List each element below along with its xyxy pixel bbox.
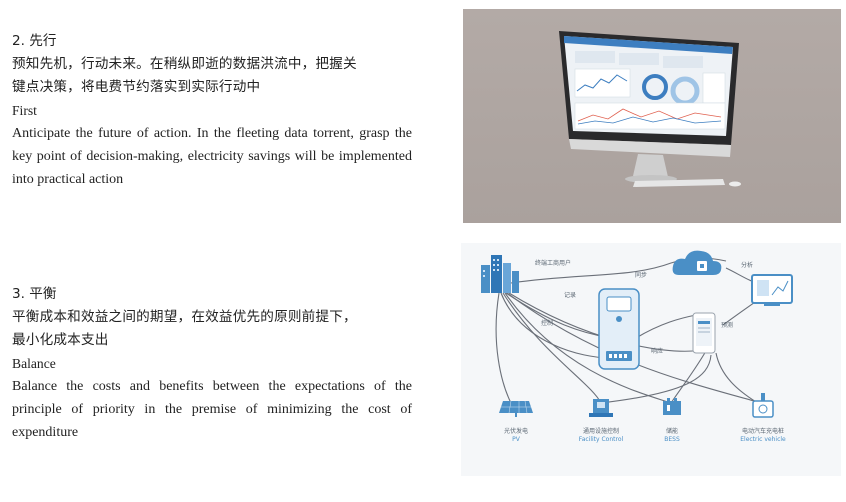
facility-en-label: Facility Control bbox=[579, 436, 624, 443]
sync-label: 同步 bbox=[635, 271, 647, 279]
building-icon bbox=[481, 255, 519, 293]
section-balance-en-title: Balance bbox=[12, 356, 56, 371]
section-balance-en-body: Balance the costs and benefits between t… bbox=[12, 379, 412, 440]
analyze-label: 分析 bbox=[741, 261, 753, 269]
battery-storage-icon bbox=[663, 398, 681, 415]
section-first-en-body: Anticipate the future of action. In the … bbox=[12, 126, 412, 187]
pv-en-label: PV bbox=[512, 436, 521, 443]
section-balance: 3. 平衡 平衡成本和效益之间的期望，在效益优先的原则前提下， 最小化成本支出 … bbox=[12, 283, 412, 444]
respond-label: 响应 bbox=[651, 347, 663, 355]
ev-charger-icon bbox=[752, 393, 774, 418]
phone-icon bbox=[692, 312, 716, 354]
ev-en-label: Electric vehicle bbox=[740, 436, 786, 443]
bess-zh-label: 储能 bbox=[666, 427, 678, 435]
diagram-canvas: 终端工商用户 同步 分析 记录 控制 响应 bbox=[481, 250, 793, 443]
section-first-en-title: First bbox=[12, 103, 37, 118]
facility-control-icon bbox=[589, 399, 613, 417]
monitor-illustration bbox=[559, 31, 741, 187]
facility-zh-label: 通用设施控制 bbox=[583, 427, 619, 435]
ev-zh-label: 电动汽车充电桩 bbox=[742, 427, 784, 435]
section-first-zh-line1: 预知先机，行动未来。在稍纵即逝的数据洪流中，把握关 bbox=[12, 56, 357, 72]
monitor-photo bbox=[463, 9, 841, 223]
section-first-zh-line2: 键点决策，将电费节约落实到实际行动中 bbox=[12, 79, 261, 95]
section-balance-heading: 3. 平衡 bbox=[12, 286, 57, 302]
cloud-icon bbox=[672, 250, 722, 275]
section-balance-zh-line1: 平衡成本和效益之间的期望，在效益优先的原则前提下， bbox=[12, 309, 357, 325]
analysis-screen-icon bbox=[751, 274, 793, 306]
section-first-heading: 2. 先行 bbox=[12, 33, 57, 49]
meter-icon bbox=[598, 288, 640, 370]
forecast-label: 预测 bbox=[721, 321, 733, 329]
section-balance-zh-line2: 最小化成本支出 bbox=[12, 332, 109, 348]
solar-panel-icon bbox=[499, 400, 533, 417]
record-label: 记录 bbox=[564, 291, 576, 299]
pv-zh-label: 光伏发电 bbox=[504, 427, 528, 435]
energy-system-diagram: 终端工商用户 同步 分析 记录 控制 响应 bbox=[461, 243, 841, 476]
bess-en-label: BESS bbox=[664, 436, 680, 443]
section-first: 2. 先行 预知先机，行动未来。在稍纵即逝的数据洪流中，把握关 键点决策，将电费… bbox=[12, 30, 412, 191]
user-label: 终端工商用户 bbox=[535, 259, 571, 267]
control-label: 控制 bbox=[541, 319, 553, 327]
